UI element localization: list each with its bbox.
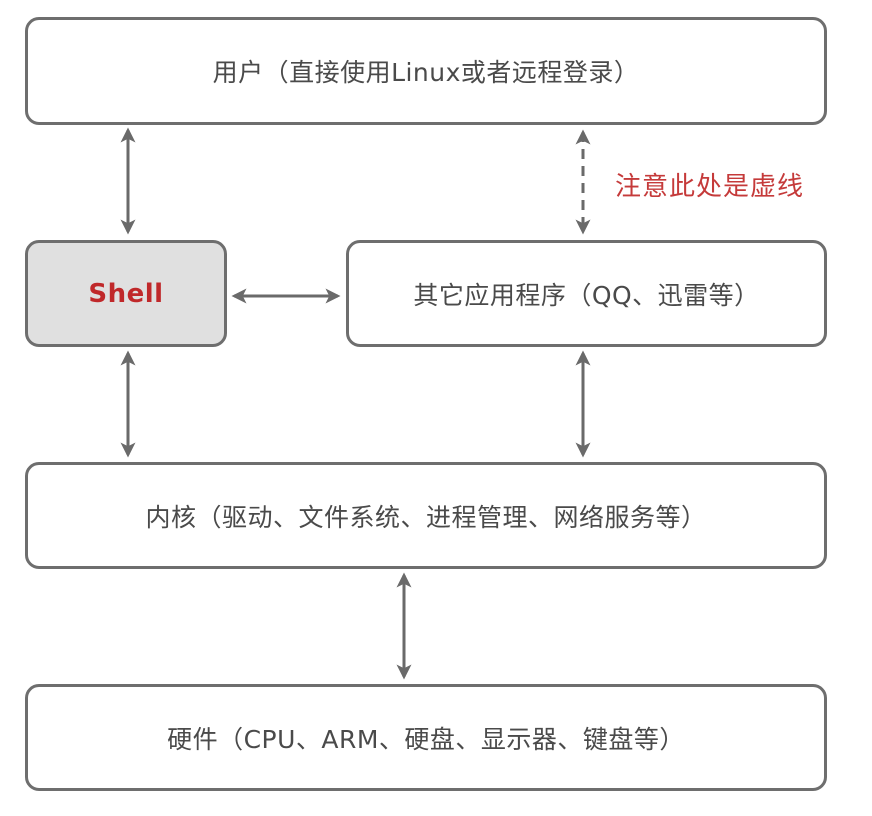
node-apps-label: 其它应用程序（QQ、迅雷等） [413,280,760,310]
node-shell: Shell [25,240,227,347]
node-user-label: 用户（直接使用Linux或者远程登录） [212,58,640,87]
node-hardware: 硬件（CPU、ARM、硬盘、显示器、键盘等） [25,684,827,791]
node-apps: 其它应用程序（QQ、迅雷等） [346,240,827,347]
dashed-line-annotation: 注意此处是虚线 [615,172,805,202]
node-shell-label: Shell [88,278,164,309]
node-kernel: 内核（驱动、文件系统、进程管理、网络服务等） [25,462,827,569]
node-user: 用户（直接使用Linux或者远程登录） [25,17,827,125]
node-hardware-label: 硬件（CPU、ARM、硬盘、显示器、键盘等） [167,724,685,754]
node-kernel-label: 内核（驱动、文件系统、进程管理、网络服务等） [145,502,707,532]
